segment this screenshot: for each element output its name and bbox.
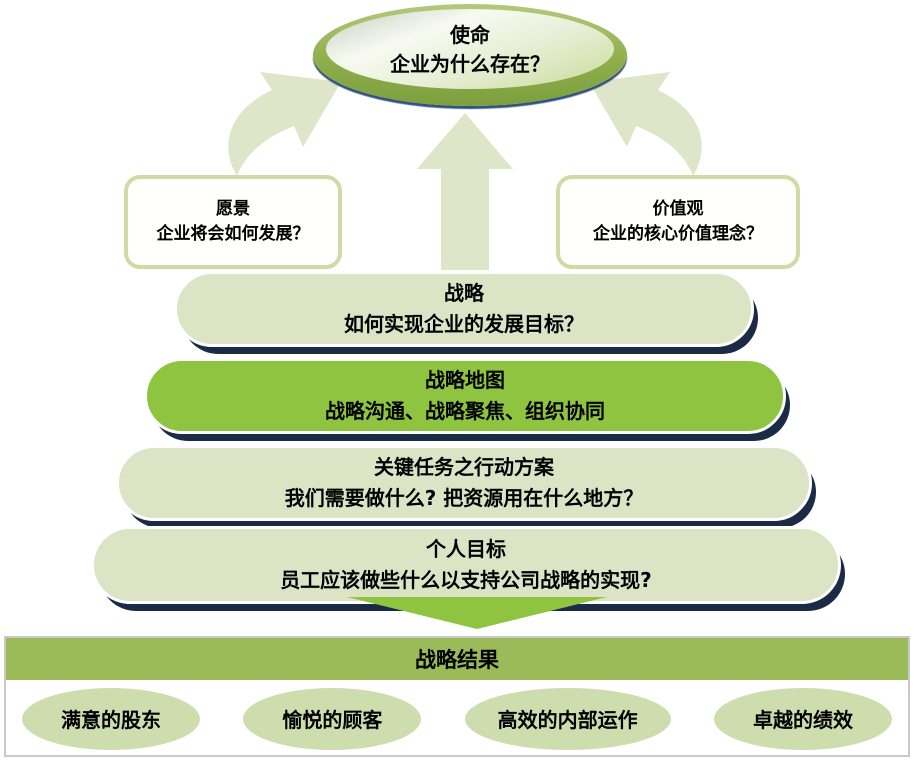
mission-ellipse-highlight	[326, 9, 614, 89]
bar-strategy-subtitle: 如何实现企业的发展目标？	[344, 312, 584, 336]
up-arrow-icon	[417, 113, 513, 270]
values-subtitle: 企业的核心价值理念？	[593, 224, 763, 244]
values-box: 价值观 企业的核心价值理念？	[556, 175, 800, 269]
arrow-layer	[228, 72, 702, 270]
bar-key-tasks: 关键任务之行动方案 我们需要做什么? 把资源用在什么地方？	[116, 445, 812, 521]
down-arrow-icon	[347, 597, 607, 629]
vision-title: 愿景	[216, 198, 250, 219]
result-oval-performance: 卓越的绩效	[713, 687, 892, 750]
vision-box: 愿景 企业将会如何发展？	[124, 175, 342, 269]
bar-strategy-map-title: 战略地图	[425, 368, 505, 392]
results-body: 满意的股东 愉悦的顾客 高效的内部运作 卓越的绩效	[6, 682, 908, 755]
bar-strategy-map-subtitle: 战略沟通、战略聚焦、组织协同	[325, 399, 605, 423]
bar-key-tasks-title: 关键任务之行动方案	[374, 455, 554, 479]
curved-arrow-right-icon	[589, 72, 702, 176]
result-oval-shareholders: 满意的股东	[22, 687, 200, 750]
mission-subtitle: 企业为什么存在？	[390, 52, 550, 76]
results-section: 战略结果 满意的股东 愉悦的顾客 高效的内部运作 卓越的绩效	[4, 636, 910, 757]
bar-strategy-map: 战略地图 战略沟通、战略聚焦、组织协同	[144, 358, 786, 434]
result-oval-customers: 愉悦的顾客	[243, 687, 422, 750]
results-header: 战略结果	[6, 638, 908, 682]
values-title: 价值观	[652, 198, 704, 219]
mission-title: 使命	[450, 23, 490, 47]
curved-arrow-left-icon	[228, 72, 341, 176]
result-oval-operations: 高效的内部运作	[464, 687, 671, 750]
vision-subtitle: 企业将会如何发展？	[156, 224, 310, 244]
mission-ellipse: 使命 企业为什么存在？	[313, 4, 627, 106]
bar-personal-goals-subtitle: 员工应该做些什么以支持公司战略的实现?	[280, 568, 652, 592]
bar-personal-goals-title: 个人目标	[426, 537, 506, 561]
bar-personal-goals: 个人目标 员工应该做些什么以支持公司战略的实现?	[91, 526, 841, 604]
bar-strategy: 战略 如何实现企业的发展目标？	[174, 271, 754, 347]
bar-key-tasks-subtitle: 我们需要做什么? 把资源用在什么地方？	[284, 486, 644, 510]
bar-strategy-title: 战略	[444, 281, 484, 305]
mission-text: 使命 企业为什么存在？	[313, 4, 627, 106]
